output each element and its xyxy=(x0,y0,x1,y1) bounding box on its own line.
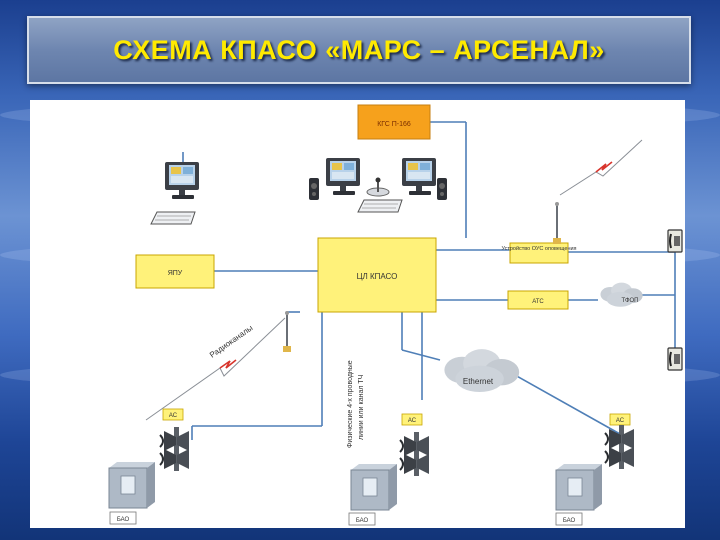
svg-text:АС: АС xyxy=(408,418,417,424)
radio-link-left xyxy=(145,317,286,421)
phone-top-icon xyxy=(667,229,683,253)
tfop-label: ТФОП xyxy=(621,298,638,304)
siren-right-icon xyxy=(604,424,635,470)
physical-lines-label-2: линии или канал ТЧ xyxy=(358,374,365,440)
as-box-left: АС xyxy=(162,408,184,421)
antenna-left-icon xyxy=(283,311,291,352)
ethernet-label: Ethernet xyxy=(463,377,494,386)
keyboard-center-icon xyxy=(357,199,403,213)
as-box-right: АС xyxy=(609,413,631,426)
cabinet-center-icon xyxy=(350,463,398,511)
oos-box: Устройство ОУС оповещения xyxy=(501,242,577,264)
antenna-top-icon xyxy=(553,202,561,244)
bao-box-left: БАО xyxy=(109,511,137,525)
kgs-label: КГС П-166 xyxy=(377,121,411,128)
cabinet-left-icon xyxy=(108,461,156,509)
radio-zigzag-left xyxy=(219,359,237,369)
phone-bottom-icon xyxy=(667,347,683,371)
svg-text:БАО: БАО xyxy=(563,518,576,524)
center-box: ЦЛ КПАСО xyxy=(317,237,437,313)
siren-center-icon xyxy=(399,431,430,477)
connection-line xyxy=(505,369,621,435)
ats-label: АТС xyxy=(532,299,544,305)
speaker-right-icon xyxy=(437,178,447,200)
svg-text:АС: АС xyxy=(616,418,625,424)
radio-channels-label: Радиоканалы xyxy=(208,323,255,359)
radio-link-top xyxy=(559,139,643,196)
microphone-icon xyxy=(366,177,390,197)
physical-lines-label-1: Физические 4-х проводные xyxy=(347,360,354,448)
scheme-diagram: КГС П-166 ЦЛ КПАСО ЯПУ Устройство ОУС оп… xyxy=(108,104,683,526)
as-box-center: АС xyxy=(401,413,423,426)
bao-box-center: БАО xyxy=(348,512,376,526)
connection-line xyxy=(401,349,441,361)
connection-lines xyxy=(182,121,676,440)
center-label: ЦЛ КПАСО xyxy=(357,272,398,281)
title-bar: СХЕМА КПАСО «МАРС – АРСЕНАЛ» xyxy=(27,16,691,84)
ypu-label: ЯПУ xyxy=(168,270,183,277)
bao-box-right: БАО xyxy=(555,512,583,526)
diagram-panel: КГС П-166 ЦЛ КПАСО ЯПУ Устройство ОУС оп… xyxy=(30,100,685,528)
siren-left-icon xyxy=(159,426,190,472)
ats-box: АТС xyxy=(507,290,569,310)
workstation-right-icon xyxy=(402,158,436,195)
oos-label: Устройство ОУС оповещения xyxy=(501,245,576,252)
workstation-left-icon xyxy=(150,162,199,225)
ypu-box: ЯПУ xyxy=(135,254,215,289)
svg-text:БАО: БАО xyxy=(117,517,130,523)
svg-text:БАО: БАО xyxy=(356,518,369,524)
slide-title: СХЕМА КПАСО «МАРС – АРСЕНАЛ» xyxy=(113,34,605,65)
cabinet-right-icon xyxy=(555,463,603,511)
svg-text:АС: АС xyxy=(169,413,178,419)
workstation-center-icon xyxy=(326,158,360,195)
kgs-box: КГС П-166 xyxy=(357,104,431,140)
radio-zigzag-top xyxy=(595,161,613,173)
speaker-left-icon xyxy=(309,178,319,200)
